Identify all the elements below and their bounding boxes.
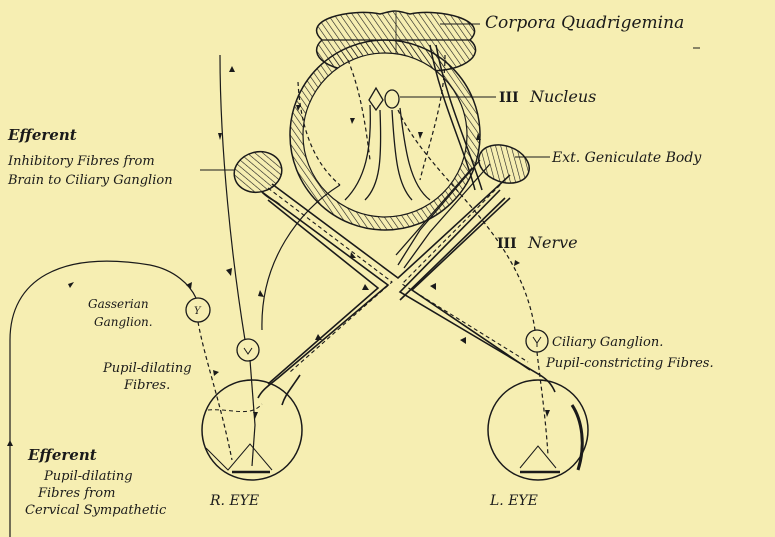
label-gasserian-1: Gasserian xyxy=(88,297,149,311)
label-sympathetic-3: Cervical Sympathetic xyxy=(25,503,167,518)
label-nerve: Nerve xyxy=(527,233,578,252)
small-ganglion-right xyxy=(237,339,259,361)
label-inhibitory-2: Brain to Ciliary Ganglion xyxy=(7,173,173,188)
left-eye xyxy=(488,380,588,480)
label-nucleus-numeral: III xyxy=(499,90,519,106)
ciliary-ganglion xyxy=(526,330,548,352)
ext-geniculate-body-left xyxy=(473,138,534,190)
label-inhibitory-1: Inhibitory Fibres from xyxy=(7,154,155,169)
label-pupil-dilating-1: Pupil-dilating xyxy=(102,361,192,376)
label-ext-geniculate: Ext. Geniculate Body xyxy=(551,150,702,166)
label-sympathetic-2: Fibres from xyxy=(37,486,115,501)
label-gasserian-2: Ganglion. xyxy=(94,315,153,329)
label-efferent-top: Efferent xyxy=(7,126,77,144)
svg-text:Y: Y xyxy=(194,306,202,317)
label-pupil-constricting: Pupil-constricting Fibres. xyxy=(545,356,714,371)
label-r-eye: R. EYE xyxy=(209,493,259,509)
label-corpora-quadrigemina: Corpora Quadrigemina xyxy=(485,13,684,33)
label-nerve-numeral: III xyxy=(497,236,517,252)
label-ciliary-ganglion: Ciliary Ganglion. xyxy=(552,335,663,350)
label-nucleus: Nucleus xyxy=(529,87,596,106)
ext-geniculate-body-right xyxy=(230,146,287,197)
label-efferent-bottom: Efferent xyxy=(27,446,97,464)
gasserian-ganglion: Y xyxy=(186,298,210,322)
label-pupil-dilating-2: Fibres. xyxy=(123,378,170,393)
label-sympathetic-1: Pupil-dilating xyxy=(43,469,133,484)
label-l-eye: L. EYE xyxy=(489,493,538,509)
